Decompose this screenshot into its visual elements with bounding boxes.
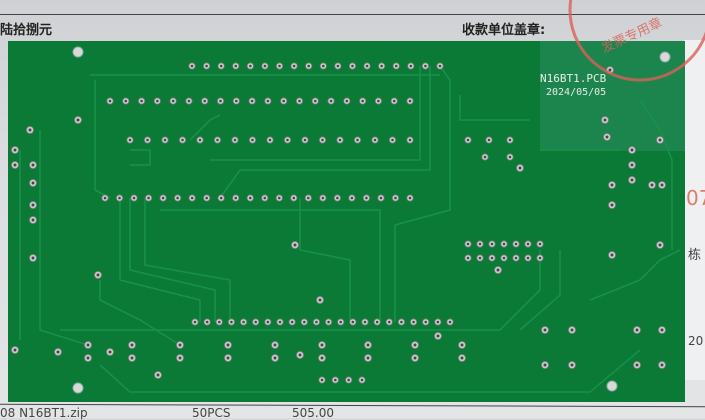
right-fragment-07: 07 <box>686 186 705 210</box>
amount-text: 陆拾捌元 <box>0 23 53 38</box>
bottom-text: 08 N16BT1.zip <box>0 406 88 420</box>
bottom-value-price: 505.00 <box>292 406 334 420</box>
paper-right-strip <box>684 40 705 380</box>
paper-rule-top <box>0 14 705 15</box>
right-fragment-20: 20 <box>688 334 704 348</box>
stamp-label: 收款单位盖章: <box>462 23 546 38</box>
bottom-value-qty: 50PCS <box>192 406 231 420</box>
right-fragment-building: 栋 <box>688 248 702 263</box>
